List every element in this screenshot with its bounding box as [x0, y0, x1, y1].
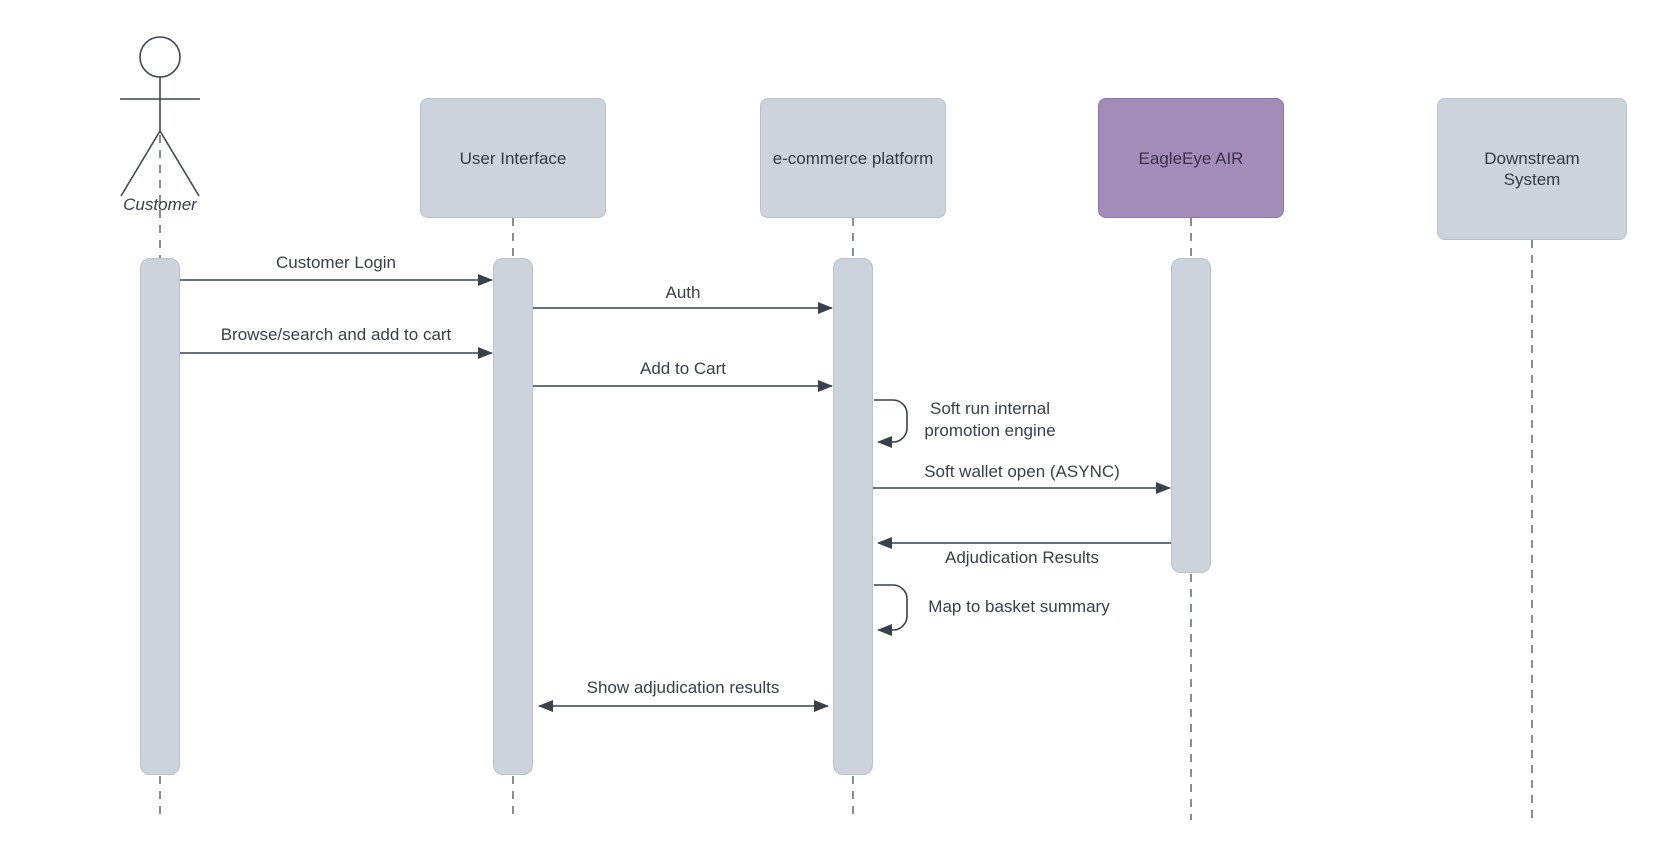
self-loop-map-basket-summary: [874, 584, 908, 636]
message-label-auth: Auth: [665, 283, 701, 302]
message-label-browse-search: Browse/search and add to cart: [220, 325, 452, 344]
activation-bar-user-interface: [493, 258, 533, 775]
participant-user-interface: User Interface: [420, 98, 606, 218]
participant-label: User Interface: [459, 148, 567, 168]
actor-figure-icon: [120, 36, 200, 197]
message-label-adjudication-results: Adjudication Results: [944, 548, 1100, 567]
participant-label: e-commerce platform: [772, 148, 934, 168]
activation-bar-eagleeye-air: [1171, 258, 1211, 573]
self-loop-promotion-engine: [874, 399, 908, 448]
participant-downstream-system: Downstream System: [1437, 98, 1627, 240]
participant-eagleeye-air: EagleEye AIR: [1098, 98, 1284, 218]
participant-label: EagleEye AIR: [1138, 148, 1244, 168]
message-label-show-adjudication-results: Show adjudication results: [586, 678, 780, 697]
message-label-customer-login: Customer Login: [275, 253, 397, 272]
activation-bar-ecommerce-platform: [833, 258, 873, 775]
message-label-map-basket-summary: Map to basket summary: [928, 597, 1110, 616]
activation-bar-customer: [140, 258, 180, 775]
message-label-soft-wallet-open: Soft wallet open (ASYNC): [924, 462, 1120, 481]
actor-label-customer: Customer: [123, 195, 197, 214]
participant-ecommerce-platform: e-commerce platform: [760, 98, 946, 218]
message-label-add-to-cart: Add to Cart: [640, 359, 726, 378]
participant-label: Downstream System: [1484, 149, 1580, 189]
message-label-promotion-engine: Soft run internal promotion engine: [924, 399, 1056, 440]
